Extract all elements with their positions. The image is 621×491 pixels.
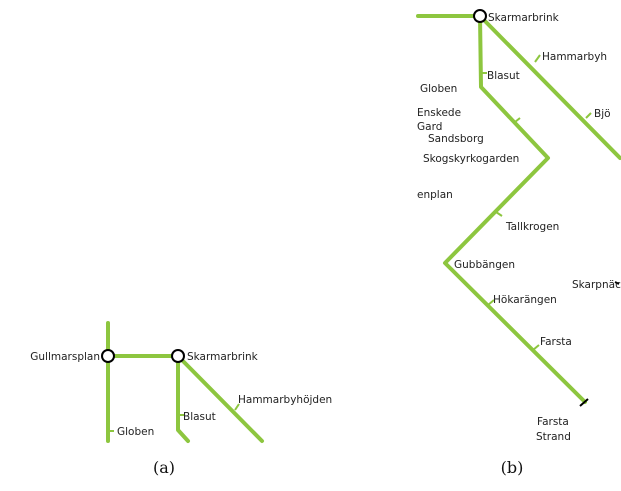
interchange-station-marker [473,9,487,23]
station-label: Globen [117,426,154,438]
line-segment [478,14,621,160]
station-label: Gullmarsplan [30,351,100,363]
station-label: enplan [417,189,453,201]
interchange-station-marker [101,349,115,363]
station-tick [534,54,541,63]
station-tick [495,211,503,217]
station-label: Skarmarbrink [488,12,560,24]
station-label: Skarpnäck [572,279,621,291]
panel-a-caption: (a) [153,458,175,477]
station-label: Sandsborg [428,133,484,145]
station-label: Skarmarbrink [187,351,259,363]
line-segment [176,354,190,443]
station-label: Farsta [537,416,569,428]
line-segment [176,354,264,443]
station-label: Gard [417,121,442,133]
station-label: Tallkrogen [505,221,559,233]
station-tick [487,299,495,306]
station-tick [514,117,521,123]
panel-a: Gullmarsplan Skarmarbrink Hammarbyhöjden… [30,321,332,477]
panel-b-caption: (b) [501,458,524,477]
station-label: Strand [536,431,571,443]
station-label: Blasut [183,411,216,423]
panel-a-lines [106,321,264,443]
station-tick [585,112,592,119]
station-label: Hökarängen [493,294,557,306]
panel-b: Skarmarbrink Hammarbyh Blasut Globen Ens… [416,9,621,477]
station-label: Hammarbyh [542,51,607,63]
station-label: Hammarbyhöjden [238,394,332,406]
line-segment [443,14,587,404]
station-label: Farsta [540,336,572,348]
station-label: Globen [420,83,457,95]
station-label: Skogskyrkogarden [423,153,519,165]
station-label: Enskede [417,107,461,119]
terminus-marker [579,398,589,407]
station-label: Gubbängen [454,259,515,271]
station-tick [532,344,540,351]
station-tick [234,403,240,411]
station-label: Blasut [487,70,520,82]
terminus-marker [614,281,620,285]
panel-a-ticks [108,403,240,432]
interchange-station-marker [171,349,185,363]
station-label: Bjö [594,108,611,120]
panel-b-lines [416,14,621,404]
panel-b-ticks [481,54,592,351]
